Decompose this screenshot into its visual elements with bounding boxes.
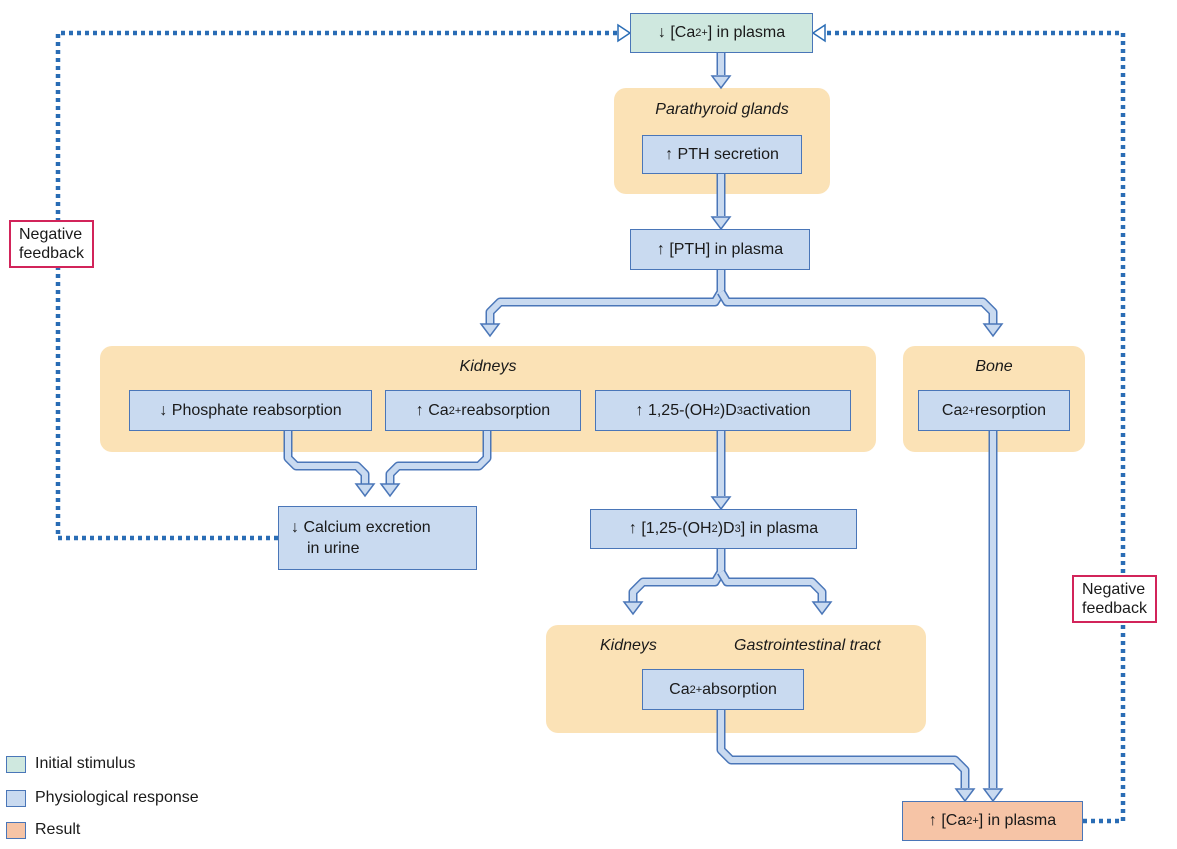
- arrow-vitd-to-kidneys-outline: [628, 549, 726, 602]
- arrow-ca-reabsorption-to-excretion-outline: [385, 431, 492, 484]
- arrow-head: [811, 601, 833, 616]
- arrow-head: [954, 788, 976, 803]
- up-arrow-icon: ↑: [415, 401, 424, 419]
- up-arrow-icon: ↑: [656, 240, 665, 258]
- arrow-absorption-to-result-outline: [716, 710, 970, 788]
- label-kidneys-lower: Kidneys: [600, 637, 657, 654]
- label-kidneys: Kidneys: [459, 358, 517, 375]
- arrow-head: [982, 323, 1004, 338]
- label-gastrointestinal-tract: Gastrointestinal tract: [734, 637, 881, 654]
- arrow-pth-to-kidneys-outline: [485, 270, 726, 324]
- legend-swatch: [6, 789, 26, 807]
- legend-result: Result: [6, 821, 80, 839]
- up-arrow-icon: ↑: [628, 520, 637, 537]
- arrow-pth-to-kidneys-fill: [487, 270, 724, 324]
- feedback-loop-left: [55, 30, 617, 541]
- arrow-head: [622, 601, 644, 616]
- arrow-ca-reabsorption-to-excretion-fill: [387, 431, 490, 484]
- label-parathyroid-glands: Parathyroid glands: [655, 101, 789, 118]
- calcium-excretion-box: ↓ Calcium excretion in urine: [278, 506, 477, 570]
- feedback-arrow-head: [811, 23, 826, 43]
- negative-feedback-label-right: Negative feedback: [1072, 575, 1157, 623]
- arrow-absorption-to-result-fill: [718, 710, 968, 788]
- label-bone: Bone: [975, 358, 1013, 375]
- up-arrow-icon: ↑: [928, 812, 937, 829]
- arrow-phosphate-to-excretion-fill: [285, 431, 368, 484]
- up-arrow-icon: ↑: [665, 145, 674, 163]
- legend-physiological-response: Physiological response: [6, 789, 199, 807]
- legend-swatch: [6, 821, 26, 839]
- pth-secretion-box: ↑ PTH secretion: [642, 135, 802, 174]
- negative-feedback-label-left: Negative feedback: [9, 220, 94, 268]
- arrow-head: [379, 483, 401, 498]
- arrow-head: [354, 483, 376, 498]
- arrow-pth-to-bone-fill: [718, 290, 996, 324]
- pth-plasma-box: ↑ [PTH] in plasma: [630, 229, 810, 270]
- arrow-head: [982, 788, 1004, 803]
- feedback-arrow-head: [617, 23, 632, 43]
- arrow-head: [710, 496, 732, 511]
- legend-swatch: [6, 755, 26, 773]
- legend-initial-stimulus: Initial stimulus: [6, 755, 135, 773]
- arrow-pth-to-bone-outline: [717, 289, 998, 324]
- down-arrow-icon: ↓: [291, 519, 299, 536]
- up-arrow-icon: ↑: [635, 401, 644, 419]
- down-arrow-icon: ↓: [159, 401, 168, 419]
- arrow-head: [710, 216, 732, 231]
- arrow-vitd-to-gi-outline: [717, 569, 827, 602]
- arrow-vitd-to-gi-fill: [718, 570, 825, 602]
- arrow-head: [710, 75, 732, 90]
- down-arrow-icon: ↓: [657, 24, 666, 41]
- feedback-loop-right: [826, 30, 1126, 824]
- phosphate-reabsorption-box: ↓ Phosphate reabsorption: [129, 390, 372, 431]
- arrow-vitd-to-kidneys-fill: [630, 549, 724, 602]
- arrow-phosphate-to-excretion-outline: [283, 431, 370, 484]
- arrow-head: [479, 323, 501, 338]
